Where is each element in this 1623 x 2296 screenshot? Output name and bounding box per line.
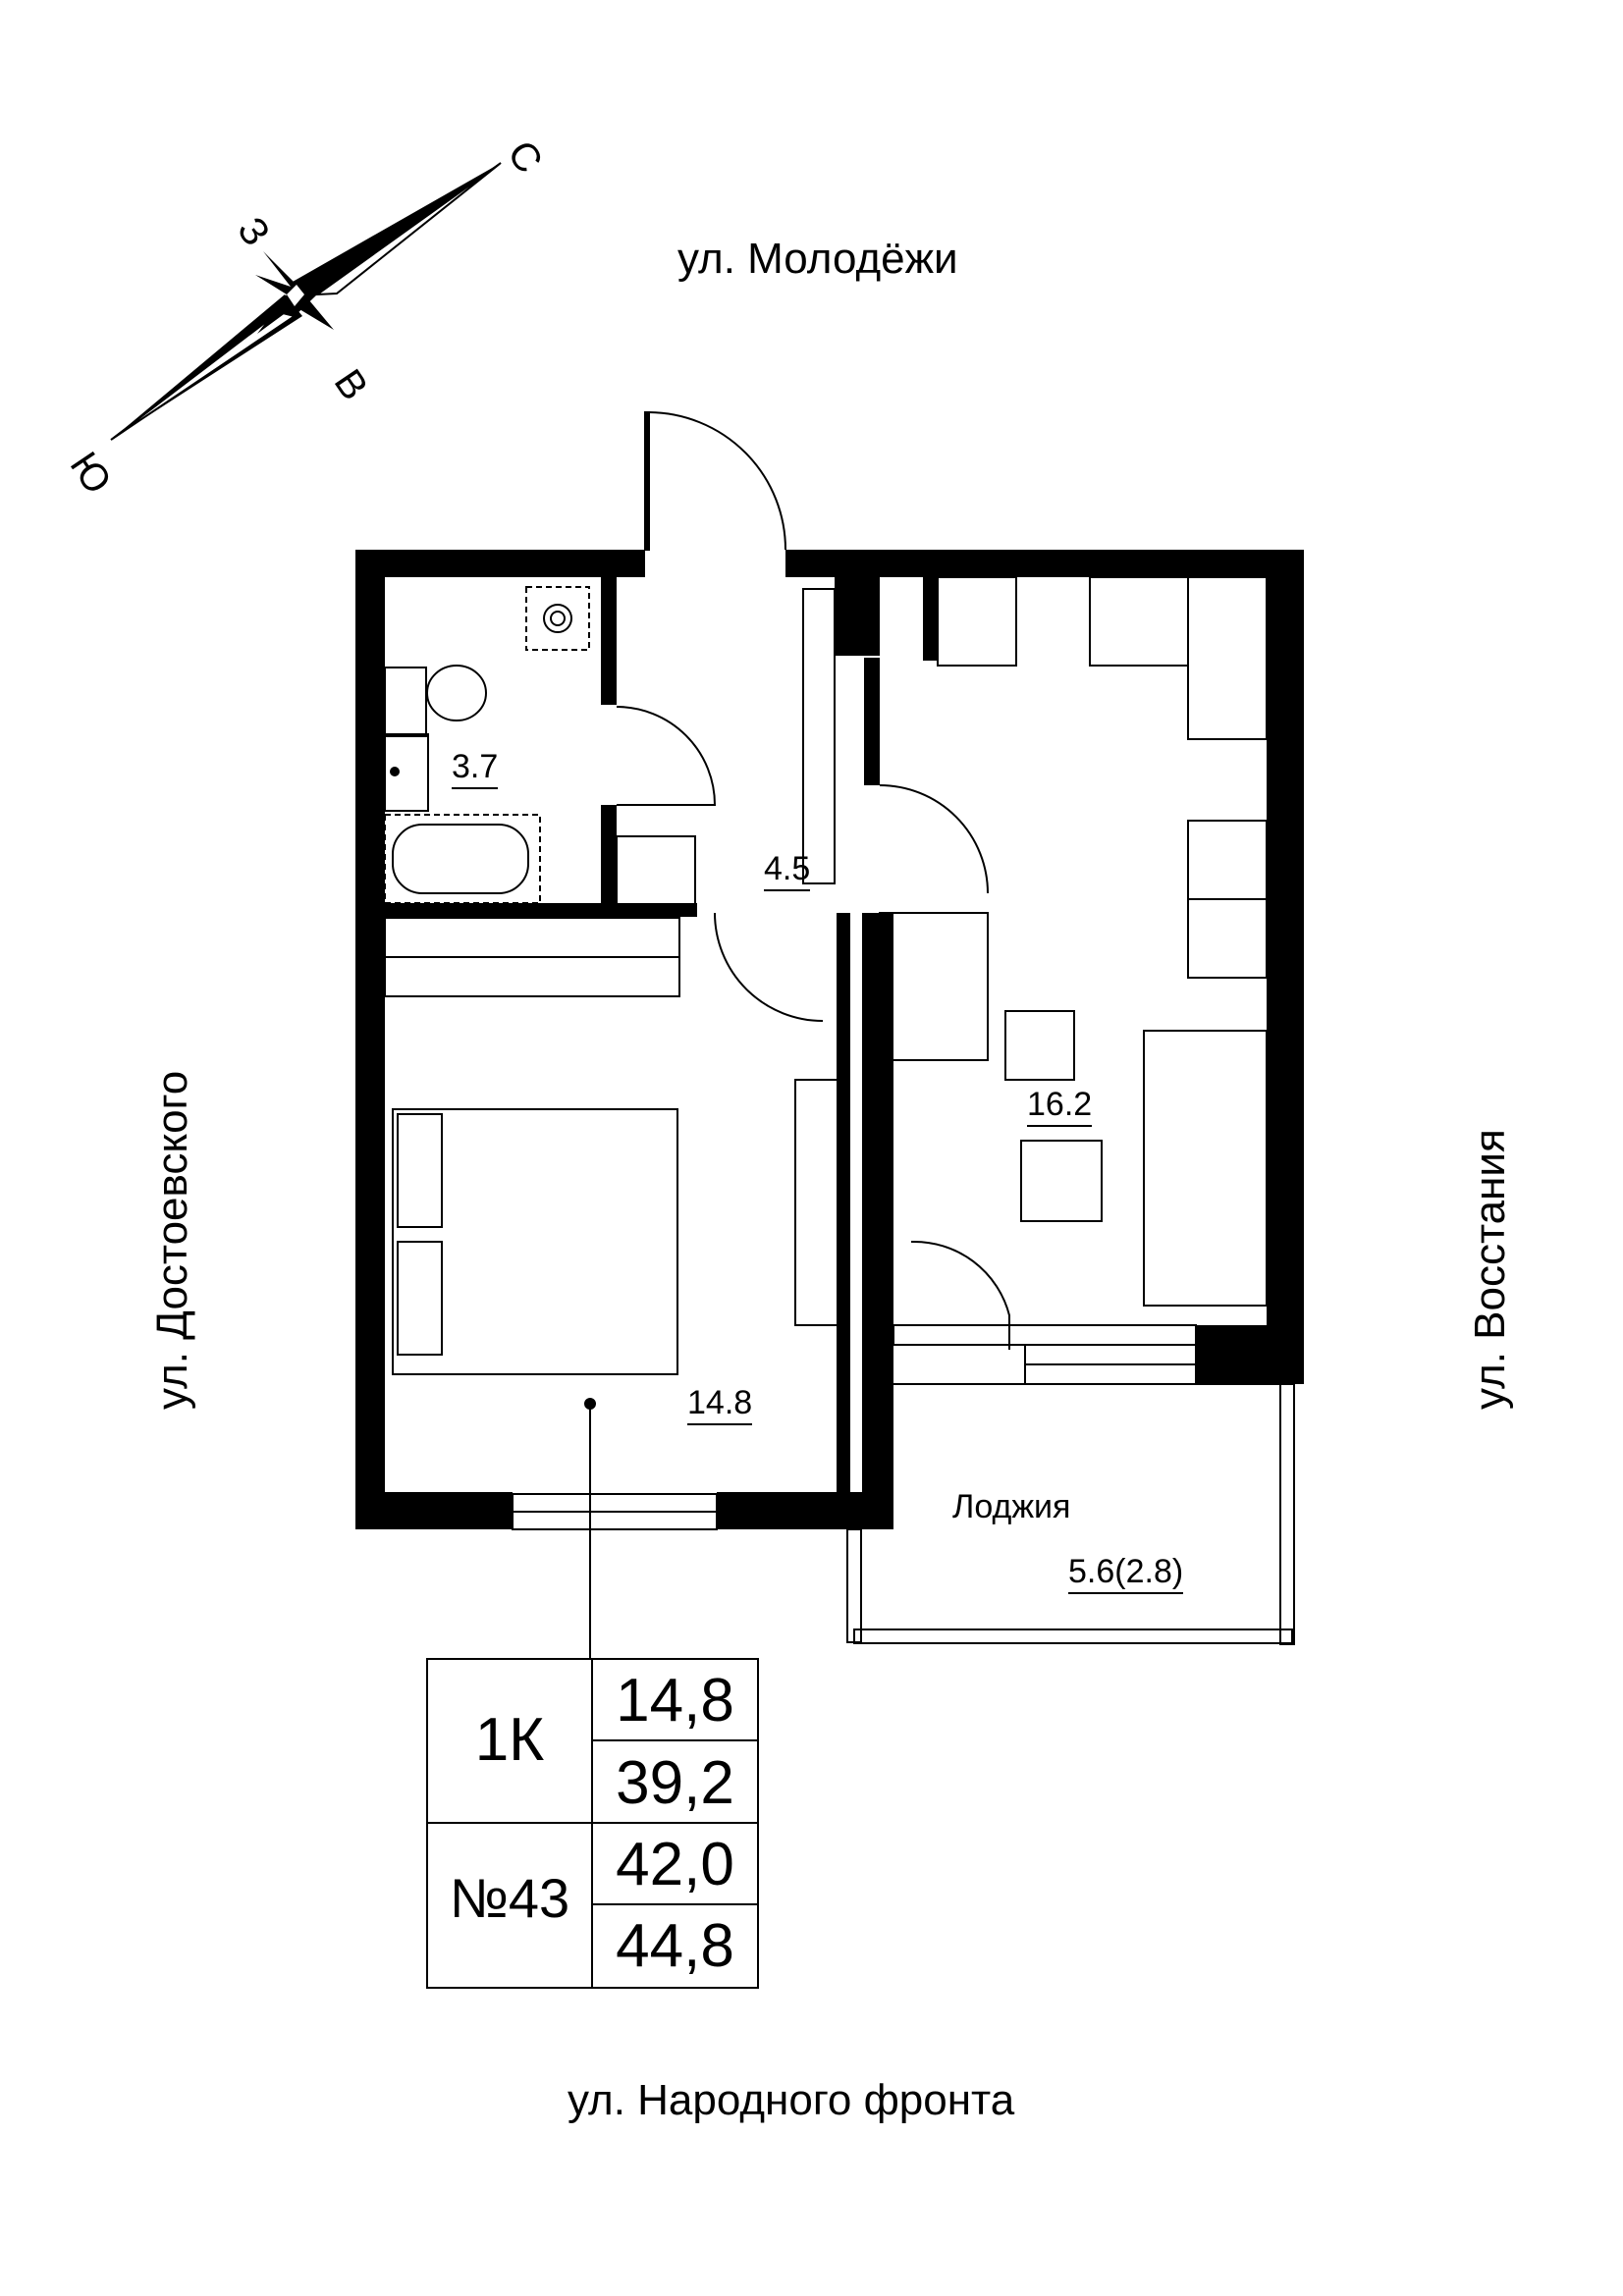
info-table-grid [426, 1658, 759, 1989]
table-area-2: 39,2 [616, 1749, 734, 1817]
compass-rose [110, 162, 502, 441]
room-loggia-area: 5.6(2.8) [1068, 1555, 1184, 1594]
annotation-lines [584, 1398, 596, 1659]
doors [616, 411, 1010, 1350]
interior-walls [385, 577, 938, 1502]
room-bedroom-area: 14.8 [687, 1386, 753, 1425]
kitchen-furniture [392, 576, 1268, 1375]
street-north-label: ул. Молодёжи [677, 235, 958, 283]
street-south-label: ул. Народного фронта [568, 2076, 1015, 2124]
bathroom-fixtures [384, 586, 696, 906]
table-apartment-number: №43 [449, 1867, 570, 1929]
table-area-3: 42,0 [616, 1831, 734, 1898]
wardrobe [384, 917, 680, 997]
room-loggia-label: Лоджия [952, 1488, 1071, 1525]
table-living-area: 14,8 [616, 1667, 734, 1735]
exterior-walls [355, 550, 1304, 1529]
windows [512, 1324, 1295, 1645]
street-east-label: ул. Восстания [1466, 1129, 1514, 1410]
room-hall-area: 4.5 [764, 852, 811, 891]
street-west-label: ул. Достоевского [148, 1070, 196, 1410]
table-total-area: 44,8 [616, 1912, 734, 1980]
room-kitchen-area: 16.2 [1027, 1088, 1093, 1127]
room-bathroom-area: 3.7 [452, 750, 499, 789]
table-apartment-type: 1К [474, 1706, 545, 1774]
